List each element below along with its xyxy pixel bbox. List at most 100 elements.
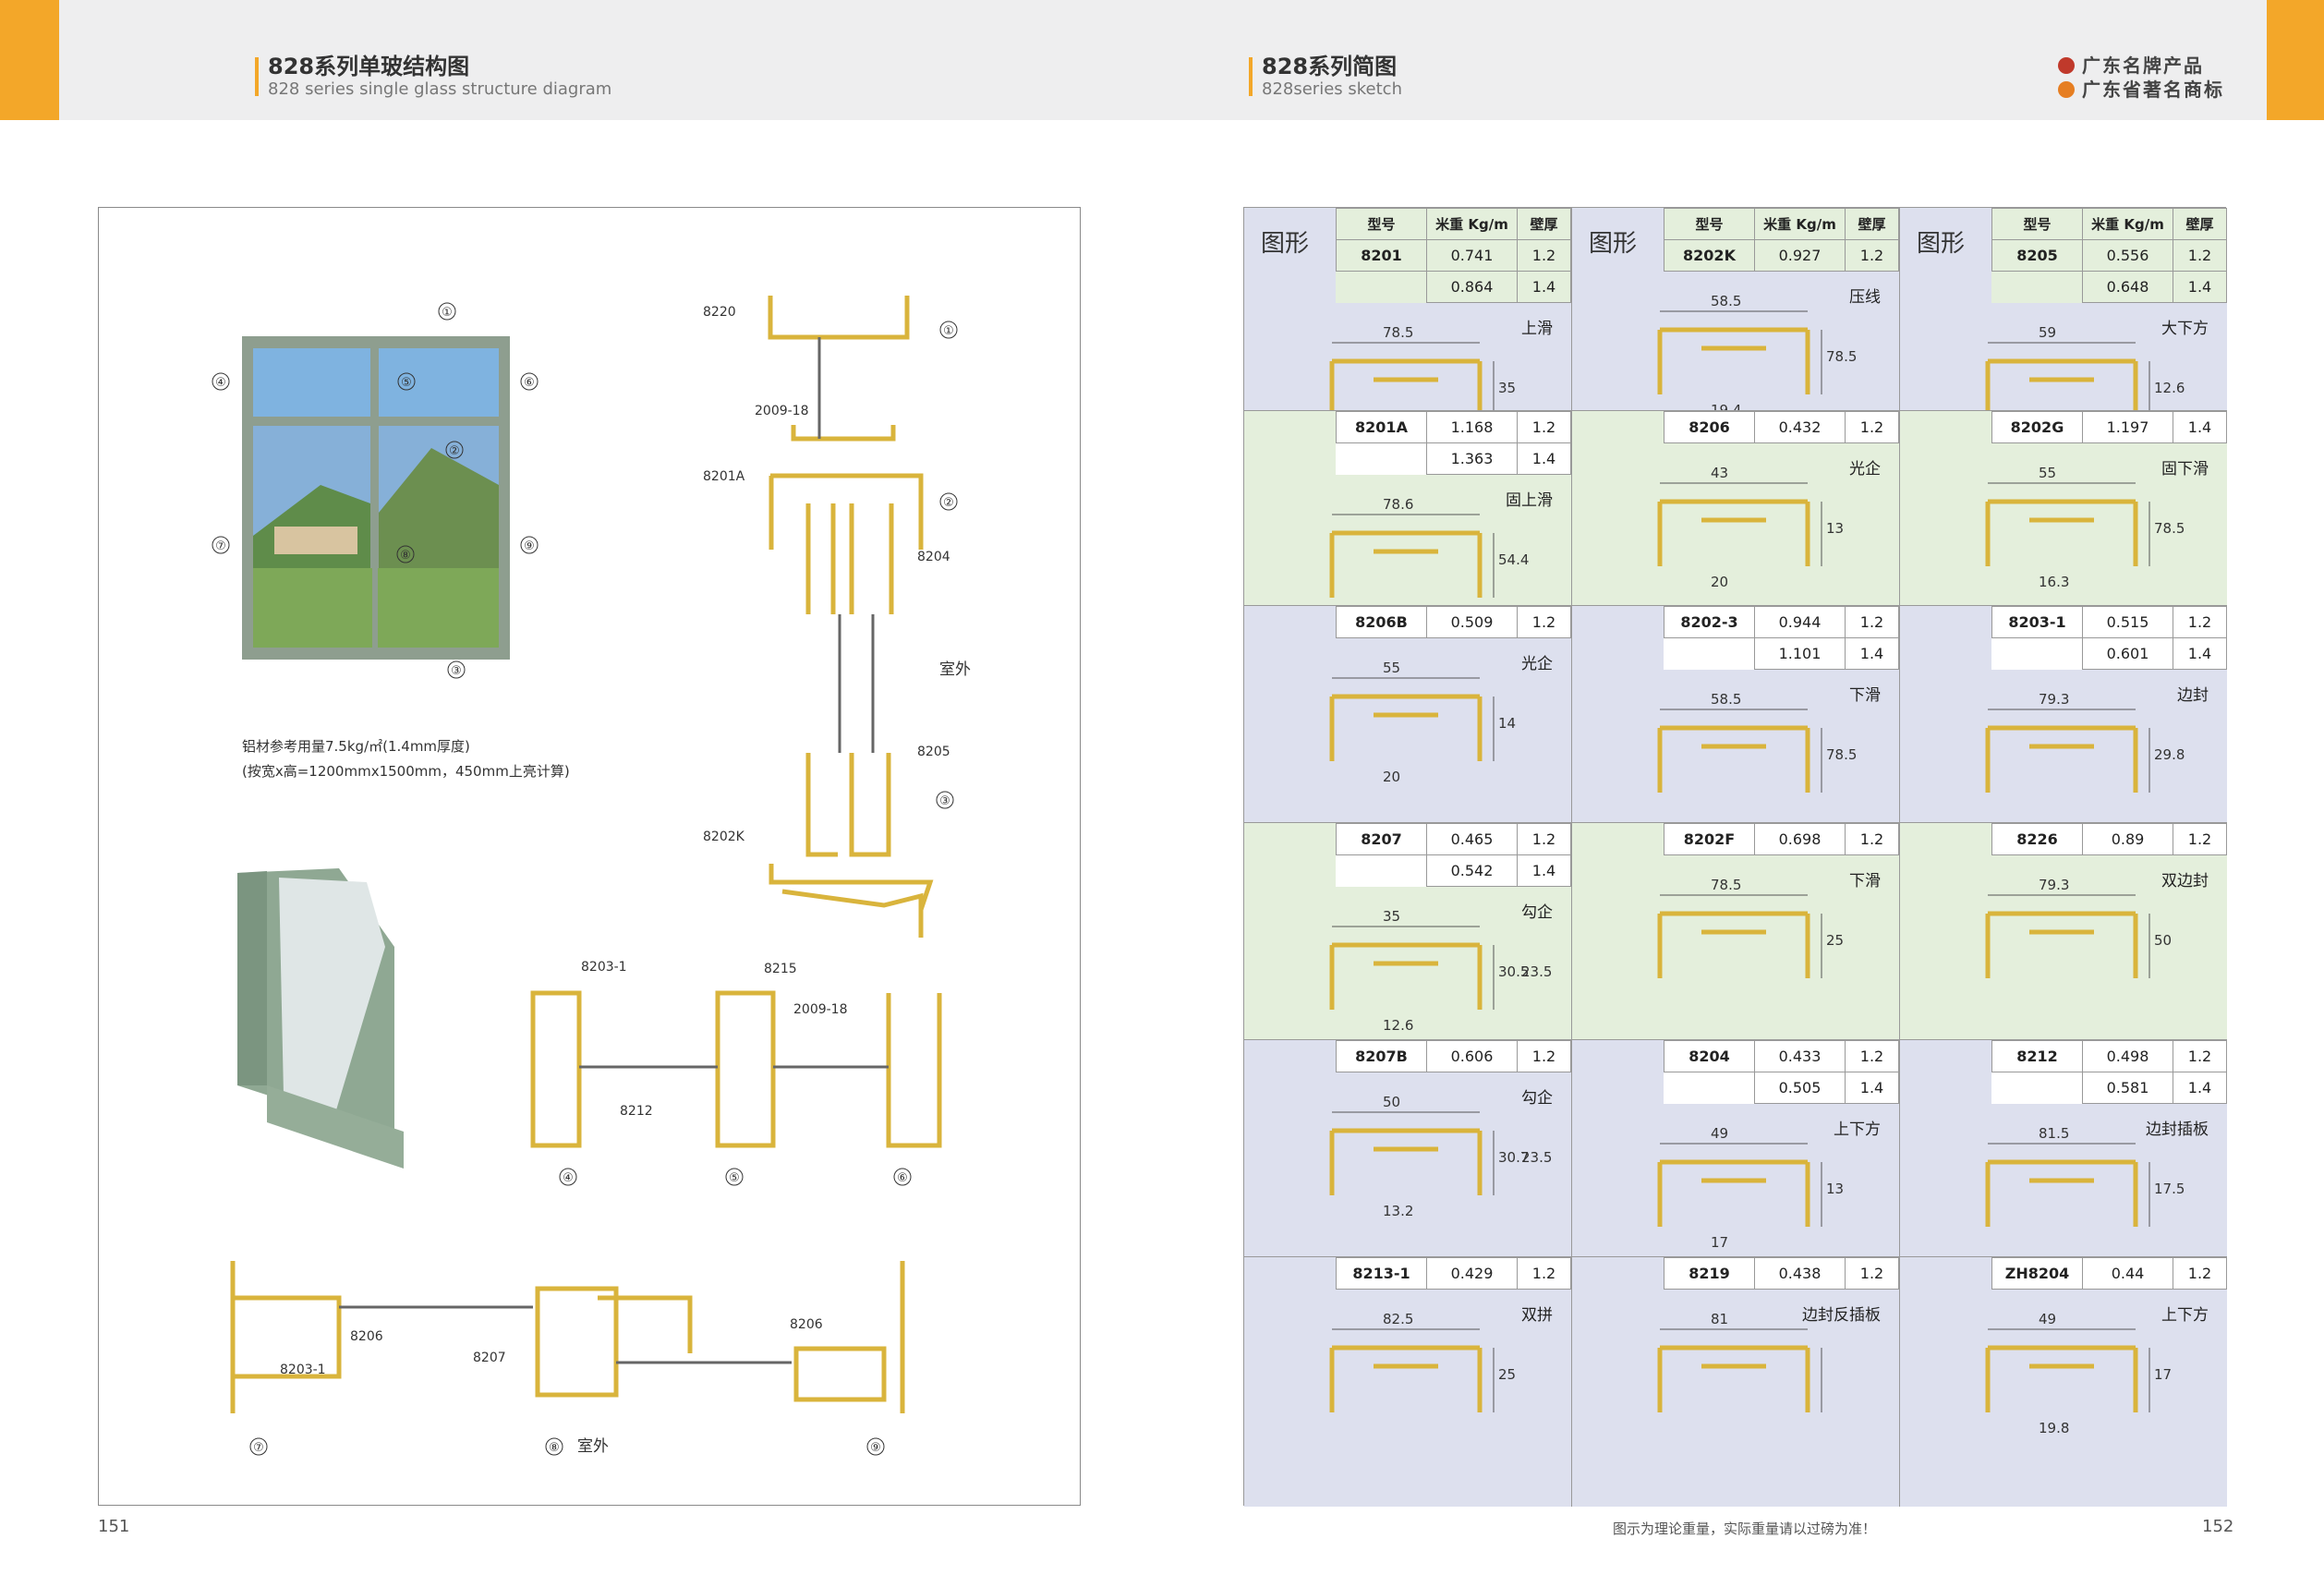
hsec-num-6: ⑥ [897, 1171, 908, 1185]
vsec-num-2: ② [943, 496, 954, 510]
thickness-value: 1.2 [1517, 1040, 1571, 1072]
right-title: 828系列简图 [1262, 54, 1398, 79]
dimension-label: 19.8 [2039, 1420, 2070, 1436]
bottom-callouts: 8206 8203-1 8207 8206 ⑦ ⑧ 室外 ⑨ [249, 1317, 885, 1456]
right-heading: 828系列简图 828series sketch [1249, 54, 1402, 100]
dimension-label: 35 [1383, 908, 1401, 925]
dimension-label: 79.3 [2039, 691, 2070, 708]
calc-note: (按宽x高=1200mmx1500mm，450mm上亮计算) [242, 763, 570, 780]
part-name: 大下方 [2161, 320, 2209, 338]
profile-sketch [1657, 1328, 1822, 1412]
profile-sketch [1985, 1328, 2150, 1412]
dimension-label: 13 [1826, 520, 1845, 537]
model-number: 8203-1 [1991, 606, 2083, 638]
vsec-num-1: ① [943, 324, 954, 338]
brand-line-2: 广东省著名商标 [2082, 79, 2224, 101]
outdoor-label-2: 室外 [577, 1437, 609, 1456]
callout-8203-1-a: 8203-1 [581, 960, 627, 975]
model-header: 型号 [1664, 208, 1755, 240]
dimension-label: 50 [2154, 932, 2173, 949]
dimension-label: 79.3 [2039, 877, 2070, 893]
model-header: 型号 [1336, 208, 1427, 240]
dimension-label: 49 [2039, 1311, 2057, 1327]
figure-label: 图形 [1589, 230, 1638, 258]
part-name: 上下方 [2161, 1306, 2209, 1325]
dimension-label: 49 [1711, 1125, 1729, 1142]
weight-value: 0.44 [2082, 1257, 2173, 1290]
profile-sketch [1657, 709, 1822, 793]
profile-sketch [1985, 1143, 2150, 1227]
outdoor-label-1: 室外 [939, 660, 971, 679]
weight-value: 1.197 [2082, 411, 2173, 443]
window-elevation [242, 336, 510, 660]
page-number-right: 152 [2202, 1517, 2234, 1536]
dimension-label: 23.5 [1521, 1149, 1553, 1166]
left-subtitle: 828 series single glass structure diagra… [268, 79, 612, 99]
profile-sketch [1985, 894, 2150, 978]
elev-num-5: ⑤ [401, 376, 412, 390]
model-number: 8212 [1991, 1040, 2083, 1072]
weight-value: 0.432 [1754, 411, 1846, 443]
model-number: 8226 [1991, 823, 2083, 855]
profile-sketch [1329, 1111, 1495, 1195]
part-name: 勾企 [1521, 903, 1553, 922]
hsec-num-4: ④ [563, 1171, 574, 1185]
weight-value: 0.927 [1754, 239, 1846, 272]
model-number: 8202G [1991, 411, 2083, 443]
model-header: 型号 [1991, 208, 2083, 240]
part-name: 光企 [1521, 655, 1553, 673]
structure-diagram: ① ④ ⑤ ⑥ ② ⑦ ⑧ ⑨ ③ 铝材参考用量7.5kg/㎡(1.4mm厚度)… [212, 296, 971, 1456]
profile-sketch [1329, 1328, 1495, 1412]
bsec-num-8: ⑧ [549, 1441, 560, 1455]
weight-value: 0.698 [1754, 823, 1846, 855]
model-number: 8205 [1991, 239, 2083, 272]
weight-value: 0.606 [1426, 1040, 1518, 1072]
part-name: 边封反插板 [1802, 1306, 1881, 1325]
weight-value: 0.509 [1426, 606, 1518, 638]
callout-8201A: 8201A [703, 469, 745, 484]
part-name: 固下滑 [2161, 460, 2209, 479]
callout-8202K: 8202K [703, 830, 745, 844]
dimension-label: 20 [1711, 574, 1729, 590]
part-name: 压线 [1849, 288, 1881, 307]
profile-sketch [1657, 894, 1822, 978]
profile-sketch [1985, 709, 2150, 793]
profile-sketch [1985, 482, 2150, 566]
callout-8207: 8207 [473, 1351, 506, 1365]
model-number: 8202-3 [1664, 606, 1755, 638]
weight-value: 0.433 [1754, 1040, 1846, 1072]
thickness-value: 1.2 [1517, 1257, 1571, 1290]
dimension-label: 78.6 [1383, 496, 1414, 513]
horizontal-callouts: 8203-1 8215 2009-18 8212 ④ ⑤ ⑥ [559, 960, 912, 1186]
dimension-label: 82.5 [1383, 1311, 1414, 1327]
model-number: 8201A [1336, 411, 1427, 443]
weight-value: 0.465 [1426, 823, 1518, 855]
dimension-label: 30.5 [1498, 963, 1530, 980]
part-name: 双边封 [2161, 872, 2209, 890]
figure-label: 图形 [1917, 230, 1966, 258]
weight-value: 0.864 [1426, 271, 1518, 303]
part-name: 边封 [2177, 686, 2209, 705]
vertical-callouts: 8220 2009-18 8201A 8204 室外 8205 8202K ① … [703, 305, 971, 844]
horizontal-section [530, 990, 942, 1148]
part-name: 下滑 [1849, 686, 1881, 705]
vsec-num-3: ③ [939, 794, 950, 808]
dimension-label: 17 [2154, 1366, 2173, 1383]
model-number: 8207B [1336, 1040, 1427, 1072]
callout-8203-1-b: 8203-1 [280, 1363, 326, 1377]
